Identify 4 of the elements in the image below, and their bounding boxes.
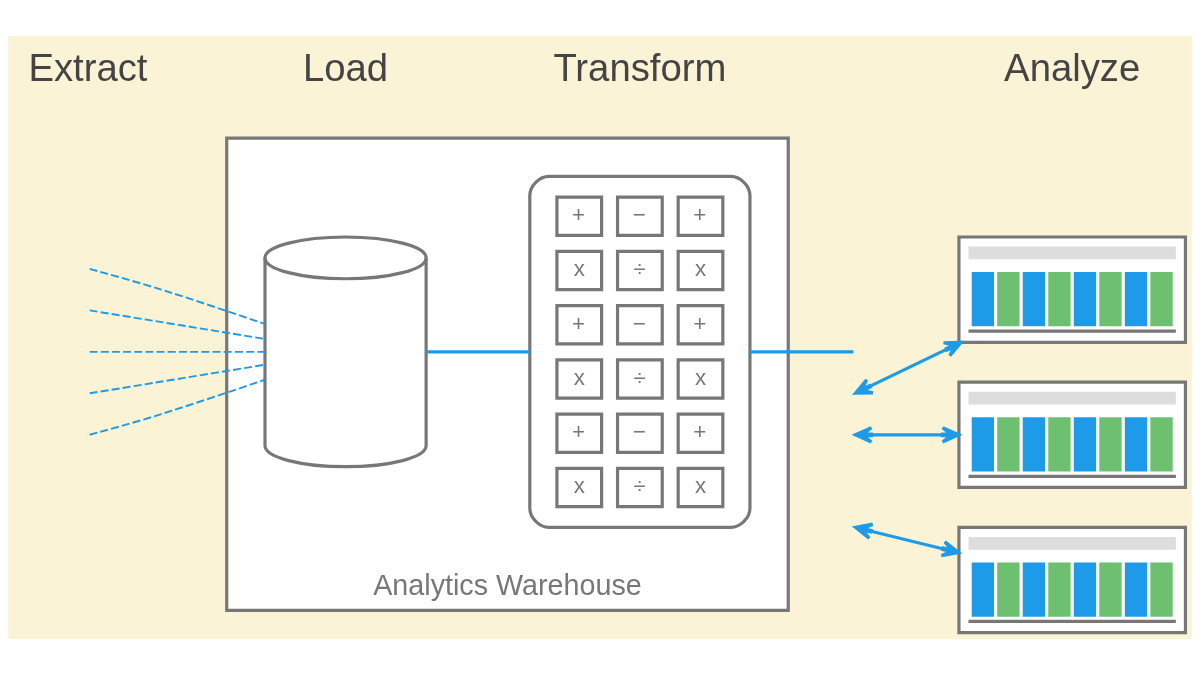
label: Extract bbox=[28, 45, 148, 89]
label: Load bbox=[302, 45, 389, 89]
label: Transform bbox=[553, 45, 727, 89]
label: Analyze bbox=[1004, 45, 1141, 89]
